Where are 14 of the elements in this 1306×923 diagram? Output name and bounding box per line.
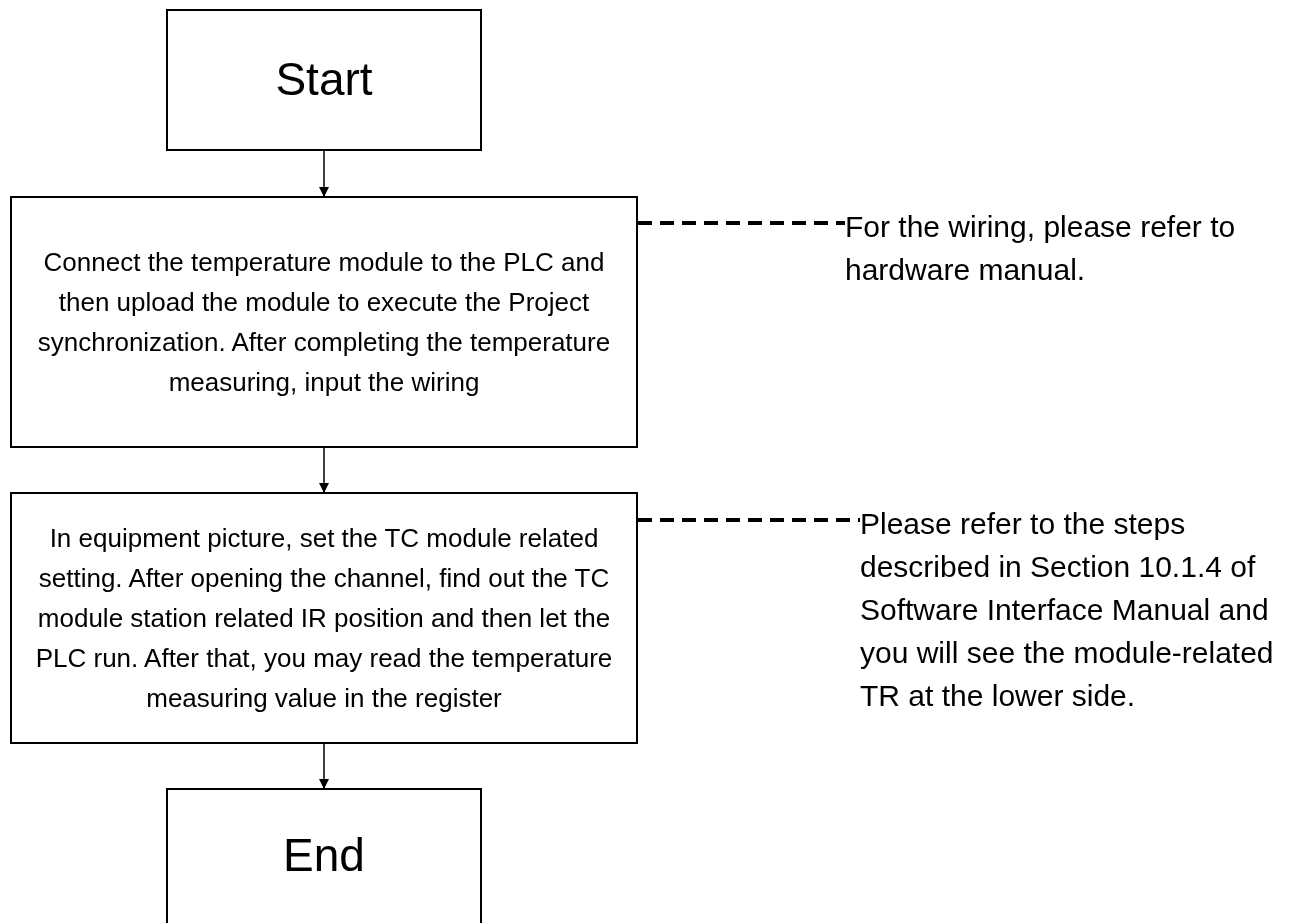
arrow [319, 150, 329, 197]
arrow [319, 743, 329, 789]
note-text: For the wiring, please refer to hardware manual. [845, 209, 1237, 288]
step-text: End [283, 828, 365, 883]
step-text: Connect the temperature module to the PLC and then upload the module to execute the Project synchronization. After completing the temperature measuring, input the wiring [36, 246, 612, 399]
arrow [319, 447, 329, 493]
process-box [10, 196, 638, 448]
note-text: Please refer to the steps described in Section 10.1.4 of Software Interface Manual and you will see the module-related TR at the lower side. [860, 506, 1275, 714]
process-box [166, 9, 482, 151]
process-box [10, 492, 638, 744]
step-text: In equipment picture, set the TC module related setting. After opening the channel, find out the TC module station related IR position and then let the PLC run. After that, you may read the temperature measuring value in the register [34, 522, 614, 715]
dashed-line [638, 221, 845, 225]
step-text: Start [275, 52, 373, 108]
dashed-line [638, 518, 860, 522]
